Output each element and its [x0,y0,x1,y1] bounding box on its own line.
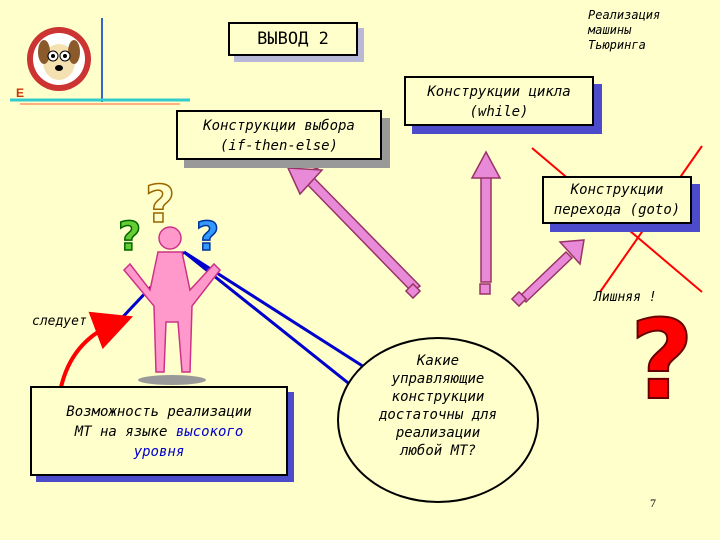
question-line: конструкции [391,389,485,405]
thinking-person-icon [122,226,221,373]
box-accent-text: высокого [175,424,244,440]
question-mark-icon: ? [145,175,175,235]
question-line: любой МТ? [400,443,476,459]
question-line: реализации [395,425,481,441]
curved-arrow-icon [58,311,133,393]
goto-construct-box: Конструкции перехода (goto) [542,176,692,224]
question-line: Какие [416,353,460,369]
while-construct-box: Конструкции цикла (while) [404,76,594,126]
logo-letter: E [16,86,25,100]
box-line: Возможность реализации [66,404,252,420]
box-line: перехода (goto) [553,202,681,218]
question-line: управляющие [391,371,485,387]
dog-logo-icon [27,27,91,91]
box-line: Конструкции выбора [203,118,355,134]
arrow-to-while [470,150,502,295]
question-bubble-shape [337,337,539,503]
arrow-to-ifthen [286,166,422,300]
ifthen-construct-box: Конструкции выбора (if-then-else) [176,110,382,160]
figure-shadow [138,375,206,385]
impl-note-line: Реализация [588,8,661,22]
box-accent-line: уровня [133,444,185,460]
box-line: (while) [469,104,529,120]
high-level-language-box: Возможность реализации МТ на языке высок… [30,386,288,476]
impl-note: Реализация машины Тьюринга [588,8,688,53]
page-title: ВЫВОД 2 [228,22,358,56]
box-line: Конструкции [570,182,664,198]
impl-note-line: Тьюринга [588,38,646,52]
question-text: Какие управляющие конструкции достаточны… [368,352,508,460]
box-line: (if-then-else) [219,138,338,154]
question-line: достаточны для [378,407,497,423]
follows-note: следует [32,314,87,329]
page-number: 7 [650,496,656,510]
extra-note: Лишняя ! [594,290,657,305]
box-line: Конструкции цикла [427,84,571,100]
arrow-to-goto [510,239,585,308]
question-mark-icon: ? [196,214,219,260]
impl-note-line: машины [588,23,632,37]
box-line: МТ на языке высокого [32,422,286,442]
question-mark-icon: ? [118,214,141,260]
big-question-mark-icon: ? [630,296,694,424]
box-text: МТ на языке [74,424,168,440]
